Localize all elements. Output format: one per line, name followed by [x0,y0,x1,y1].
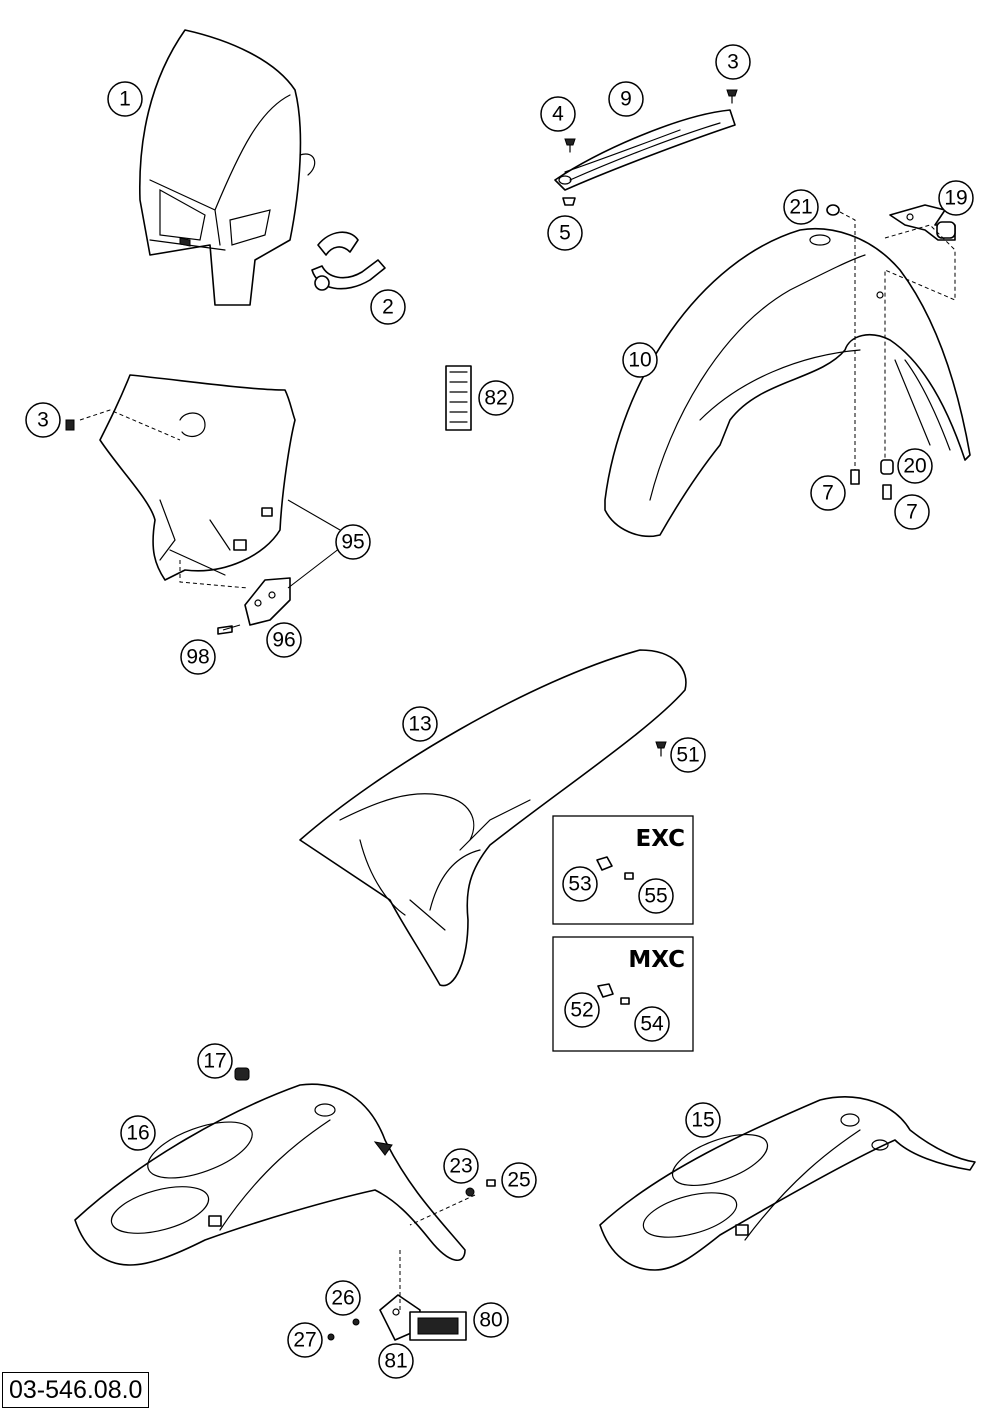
svg-text:53: 53 [568,873,591,896]
svg-text:7: 7 [822,482,834,505]
screw-51 [655,741,667,757]
svg-text:51: 51 [676,744,699,767]
strip-part [554,109,736,191]
svg-text:3: 3 [727,51,739,74]
assembly-leaders [79,211,956,1310]
svg-text:23: 23 [449,1155,472,1178]
callout-23: 23 [443,1148,479,1184]
callout-53: 53 [562,866,598,902]
svg-text:19: 19 [944,187,967,210]
callout-81: 81 [378,1343,414,1379]
svg-text:27: 27 [293,1329,316,1352]
callout-96: 96 [266,622,302,658]
callout-82: 82 [478,380,514,416]
svg-text:13: 13 [408,713,431,736]
headlight-mask [138,29,316,306]
svg-text:10: 10 [628,349,651,372]
callout-3: 3 [715,44,751,80]
svg-text:25: 25 [507,1169,530,1192]
callout-13: 13 [402,706,438,742]
svg-text:82: 82 [484,387,507,410]
front-fender-variant-16 [74,1083,466,1266]
callout-10: 10 [622,342,658,378]
small-fasteners-top [562,89,738,206]
svg-text:55: 55 [644,885,667,908]
callout-20: 20 [897,448,933,484]
callout-95: 95 [335,524,371,560]
fender-screws [850,459,894,500]
svg-text:52: 52 [570,999,593,1022]
svg-text:5: 5 [559,222,571,245]
front-fender [604,228,971,537]
license-plate-parts [327,1179,496,1341]
svg-text:17: 17 [203,1050,226,1073]
callout-19: 19 [938,180,974,216]
nut-17 [234,1067,250,1081]
svg-text:4: 4 [552,103,564,126]
callout-26: 26 [325,1280,361,1316]
svg-text:96: 96 [272,629,295,652]
callout-80: 80 [473,1302,509,1338]
callout-25: 25 [501,1162,537,1198]
callout-labels: 1 2 3 4 9 3 5 21 19 10 82 95 20 7 7 98 9… [25,44,974,1379]
svg-text:3: 3 [37,409,49,432]
callout-3b: 3 [25,402,61,438]
svg-text:21: 21 [789,196,812,219]
callout-51: 51 [670,737,706,773]
svg-text:26: 26 [331,1287,354,1310]
variant-label-exc: EXC [635,826,685,852]
svg-text:1: 1 [119,88,131,111]
svg-text:54: 54 [640,1013,664,1036]
callout-27: 27 [287,1322,323,1358]
svg-text:9: 9 [620,88,632,111]
fender-bracket [889,204,956,241]
rear-fender [299,649,687,987]
svg-text:20: 20 [903,455,926,478]
callout-7b: 7 [894,494,930,530]
callout-52: 52 [564,992,600,1028]
variant-label-mxc: MXC [628,947,685,973]
callout-7a: 7 [810,475,846,511]
front-fender-variant-15 [599,1096,976,1271]
svg-text:2: 2 [382,296,394,319]
callout-17: 17 [197,1043,233,1079]
callout-leaders [222,499,341,631]
screw-3-left [65,419,75,431]
nut-21 [826,204,840,216]
callout-5: 5 [547,215,583,251]
callout-4: 4 [540,96,576,132]
callout-55: 55 [638,878,674,914]
svg-text:80: 80 [479,1309,502,1332]
callout-54: 54 [634,1006,670,1042]
svg-text:81: 81 [384,1350,407,1373]
callout-2: 2 [370,289,406,325]
svg-text:7: 7 [906,501,918,524]
callout-21: 21 [783,189,819,225]
callout-1: 1 [107,81,143,117]
variant-boxes [552,815,694,1052]
callout-16: 16 [120,1115,156,1151]
svg-text:16: 16 [126,1122,149,1145]
svg-text:15: 15 [691,1109,714,1132]
reflector-strip [445,365,472,431]
svg-text:95: 95 [341,531,364,554]
front-number-plate [99,374,296,581]
callout-9: 9 [608,81,644,117]
callout-15: 15 [685,1102,721,1138]
mask-clamp [311,231,386,291]
svg-text:98: 98 [186,646,209,669]
callout-98: 98 [180,639,216,675]
drawing-number: 03-546.08.0 [2,1372,150,1408]
